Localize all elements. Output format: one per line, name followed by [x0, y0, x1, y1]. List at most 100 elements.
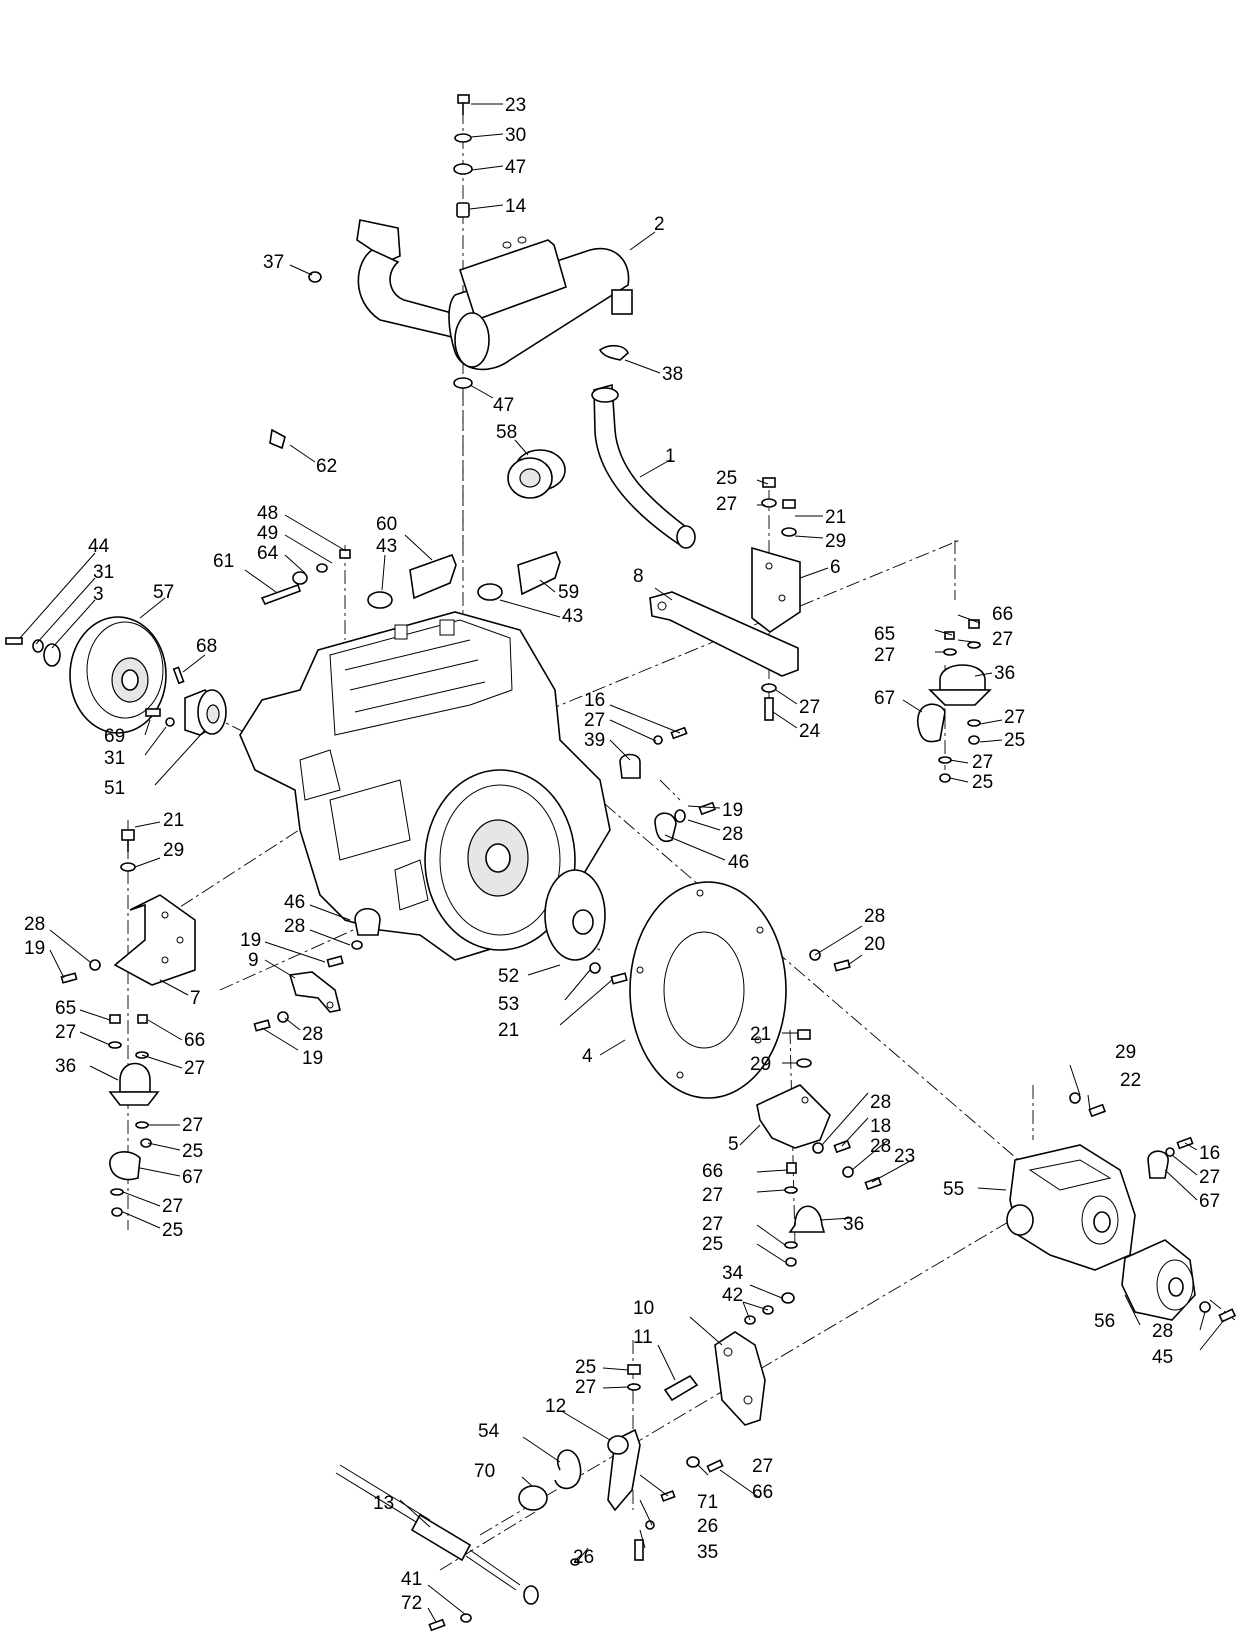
callout-61: 61 [213, 551, 234, 572]
callout-16-b: 16 [1199, 1143, 1220, 1164]
callout-47-top: 47 [505, 157, 526, 178]
callout-25-a: 25 [716, 468, 737, 489]
callout-14: 14 [505, 196, 527, 217]
callout-25-c: 25 [972, 772, 993, 793]
callout-31-b: 31 [104, 748, 125, 769]
callout-56: 56 [1094, 1311, 1115, 1332]
clutch-57 [5, 616, 167, 734]
callout-59: 59 [558, 582, 579, 603]
pump-55 [1006, 1092, 1194, 1271]
callout-27-m: 27 [702, 1214, 723, 1235]
callout-31-a: 31 [93, 562, 114, 583]
callout-23-b: 23 [894, 1146, 915, 1167]
callout-8: 8 [633, 566, 644, 587]
callout-60: 60 [376, 514, 397, 535]
callout-27-c: 27 [992, 629, 1013, 650]
tube-8 [649, 591, 799, 677]
callout-28-a: 28 [722, 824, 743, 845]
callout-6: 6 [830, 557, 841, 578]
callout-62: 62 [316, 456, 337, 477]
callout-20: 20 [864, 934, 885, 955]
callout-67-b: 67 [182, 1167, 203, 1188]
callout-66-b: 66 [184, 1030, 205, 1051]
callout-25-f: 25 [702, 1234, 723, 1255]
callout-57: 57 [153, 582, 174, 603]
callout-19-a: 19 [722, 800, 743, 821]
callout-19-b: 19 [24, 938, 45, 959]
gear-pump-56 [1121, 1239, 1237, 1323]
plate-4 [629, 881, 787, 1099]
bolt-20 [833, 959, 851, 972]
callout-28-e: 28 [864, 906, 885, 927]
callout-25-g: 25 [575, 1357, 596, 1378]
callout-27-b: 27 [874, 645, 895, 666]
callout-10: 10 [633, 1298, 654, 1319]
callout-45: 45 [1152, 1347, 1173, 1368]
callout-12: 12 [545, 1396, 566, 1417]
callout-19-c: 19 [240, 930, 261, 951]
callout-24: 24 [799, 721, 821, 742]
callout-71: 71 [697, 1492, 718, 1513]
springs [367, 550, 561, 609]
muffler [356, 219, 633, 371]
callout-67-a: 67 [874, 688, 895, 709]
callout-4: 4 [582, 1046, 593, 1067]
callout-16-a: 16 [584, 690, 605, 711]
bracket-7 [60, 829, 196, 986]
callout-28-g: 28 [870, 1136, 891, 1157]
callout-67-c: 67 [1199, 1191, 1220, 1212]
callout-13: 13 [373, 1493, 394, 1514]
callout-22: 22 [1120, 1070, 1141, 1091]
callout-51: 51 [104, 778, 125, 799]
coupler-52 [544, 869, 628, 985]
callout-27-n: 27 [1199, 1167, 1220, 1188]
callout-49: 49 [257, 523, 278, 544]
mount-left-bottom [108, 1014, 160, 1217]
callout-labels: 23 30 47 14 2 37 38 47 58 62 1 25 27 21 … [24, 95, 1220, 1614]
callout-27-i: 27 [184, 1058, 205, 1079]
callout-21-d: 21 [750, 1024, 771, 1045]
callout-27-f: 27 [799, 697, 820, 718]
cable-13 [335, 1464, 539, 1605]
callout-43-a: 43 [376, 536, 397, 557]
callout-36-c: 36 [843, 1214, 864, 1235]
bracket-6 [751, 546, 801, 633]
callout-2: 2 [654, 214, 665, 235]
callout-9: 9 [248, 950, 259, 971]
callout-28-c: 28 [284, 916, 305, 937]
callout-27-l: 27 [702, 1185, 723, 1206]
callout-7: 7 [190, 988, 201, 1009]
nut-37 [308, 271, 322, 283]
tailpipe [591, 344, 696, 549]
callout-35: 35 [697, 1542, 718, 1563]
callout-27-a: 27 [716, 494, 737, 515]
callout-30: 30 [505, 125, 526, 146]
callout-39: 39 [584, 730, 605, 751]
callout-26-a: 26 [697, 1516, 718, 1537]
callout-28-h: 28 [1152, 1321, 1173, 1342]
callout-72: 72 [401, 1593, 422, 1614]
callout-29-c: 29 [750, 1054, 771, 1075]
hub-51 [145, 666, 227, 736]
callout-47-mid: 47 [493, 395, 514, 416]
bracket-9 [253, 907, 381, 1032]
callout-27-j: 27 [182, 1115, 203, 1136]
callout-69: 69 [104, 726, 125, 747]
leader-lines [19, 103, 1225, 1623]
callout-27-d: 27 [1004, 707, 1025, 728]
callout-26-b: 26 [573, 1547, 594, 1568]
callout-29-b: 29 [163, 840, 184, 861]
callout-68: 68 [196, 636, 217, 657]
callout-52: 52 [498, 966, 519, 987]
rod-61 [260, 549, 351, 605]
callout-21-b: 21 [163, 810, 184, 831]
callout-27-e: 27 [972, 752, 993, 773]
callout-27-h: 27 [55, 1022, 76, 1043]
callout-55: 55 [943, 1179, 964, 1200]
bottom-hardware [428, 1613, 472, 1632]
callout-36-b: 36 [55, 1056, 76, 1077]
callout-27-p: 27 [752, 1456, 773, 1477]
callout-37: 37 [263, 252, 284, 273]
sensor-62 [269, 428, 286, 450]
